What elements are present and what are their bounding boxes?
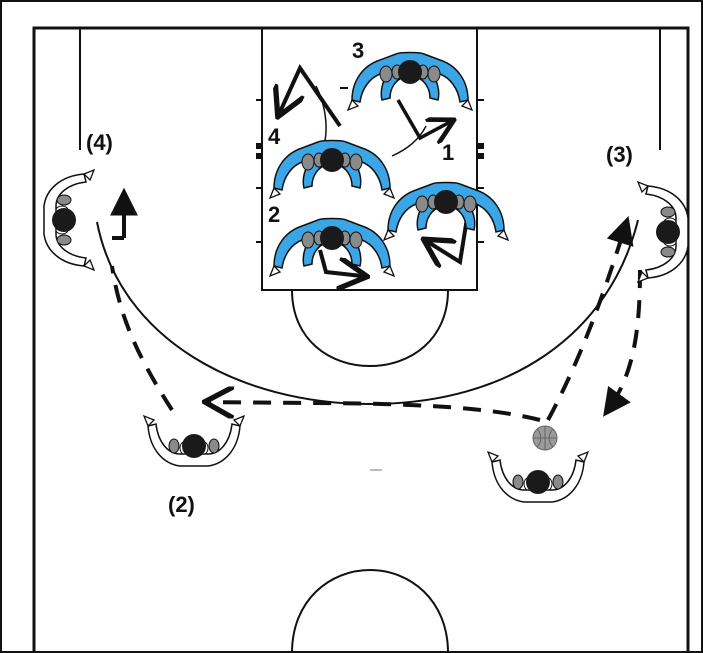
defender-move-1-arrow [428,211,470,262]
cut-line-left-guard-to-wing [110,265,174,412]
defender-label-4: 4 [268,124,281,149]
defender-player-icon [383,181,509,241]
defender-label-1: 1 [442,140,454,165]
pass-line-right-wing-to-guard [603,269,642,417]
offense-player-icon [43,169,95,271]
pass-line-guard-to-right-wing [546,215,634,421]
defender-move-2-arrow [318,249,362,276]
free-throw-circle [291,289,449,368]
defender-label-3: 3 [352,38,364,63]
offense-player-icon [637,181,689,283]
basketball-icon [532,425,558,451]
center-circle [291,568,449,653]
defender-move-4-arrow [280,63,342,128]
defender-player-icon [269,139,395,199]
offense-player-icon [143,415,245,467]
label-left-wing: (4) [86,130,113,155]
pass-line-guard-to-wing [210,402,541,422]
label-right-wing: (3) [606,142,633,167]
offense-player-icon [487,451,589,503]
defender-player-icon [269,217,395,277]
restricted-area-arc-right [391,125,427,157]
three-point-arc [96,219,639,406]
court-boundary [32,26,690,653]
defender-move-3-arrow [396,99,450,138]
defender-player-icon [347,51,473,111]
label-left-guard: (2) [168,492,195,517]
defender-label-2: 2 [268,202,280,227]
